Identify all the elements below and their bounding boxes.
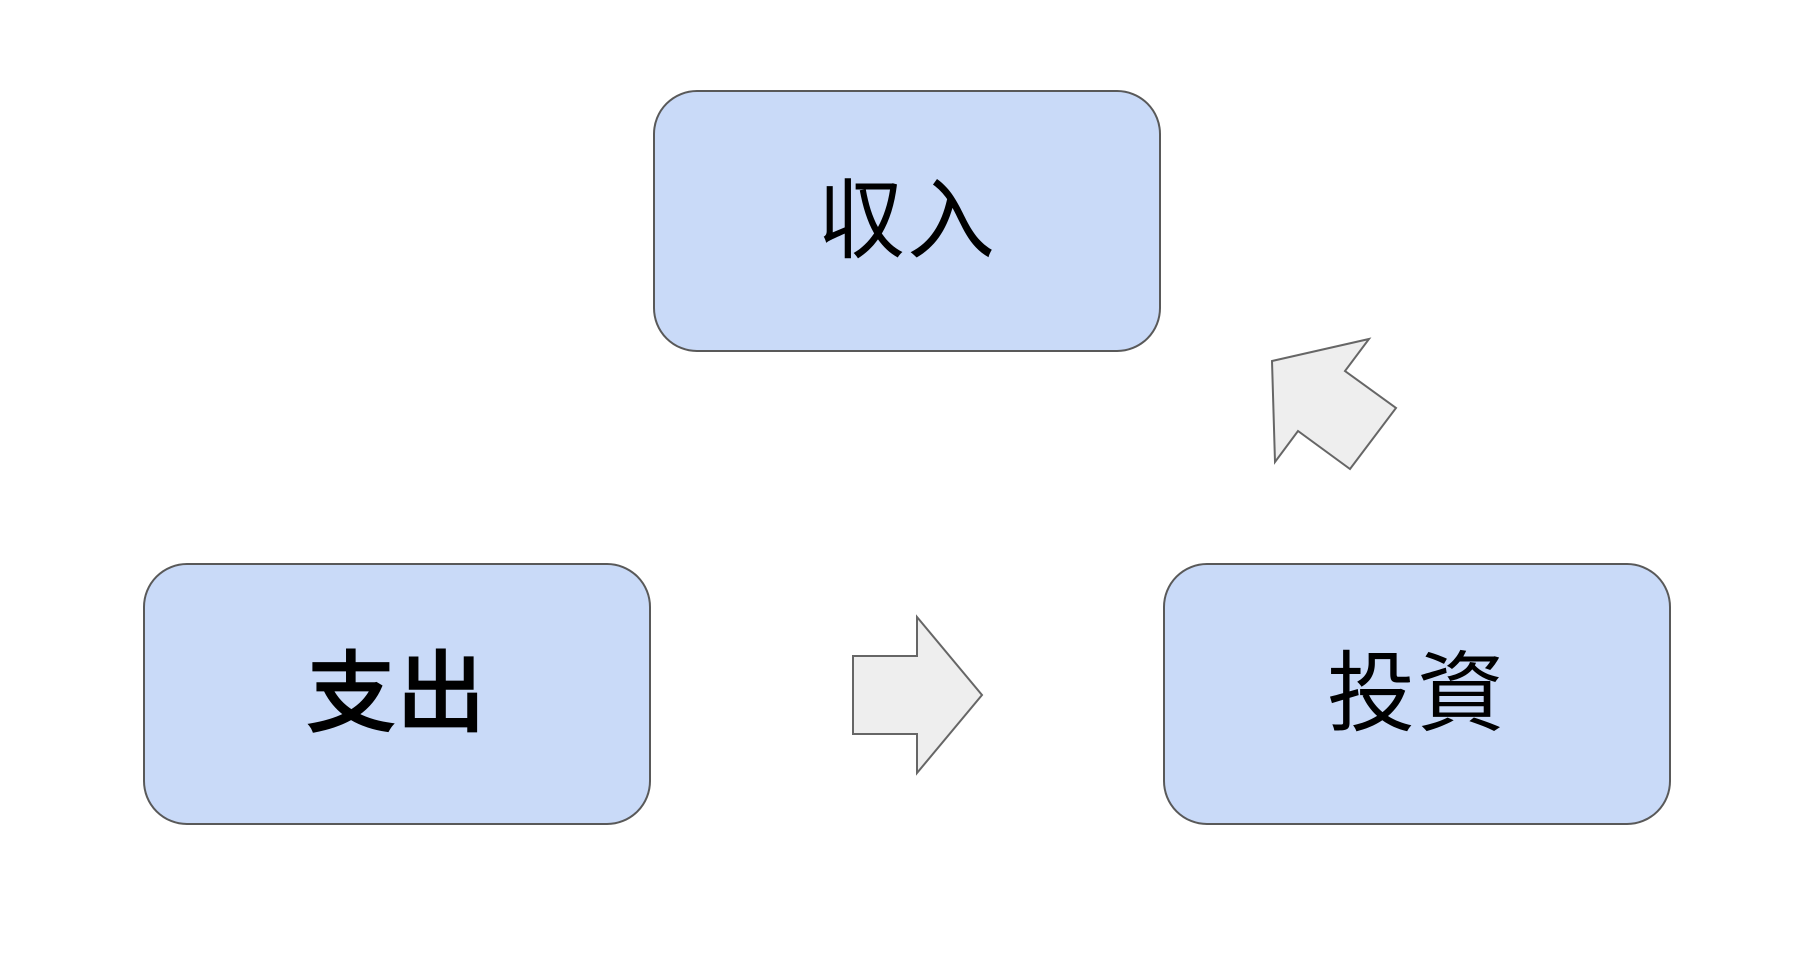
node-expense-label: 支出 — [306, 642, 487, 745]
node-income: 収入 — [653, 90, 1161, 352]
node-investment: 投資 — [1163, 563, 1671, 825]
node-expense: 支出 — [143, 563, 651, 825]
node-income-label: 収入 — [816, 169, 997, 272]
arrow-right-icon — [852, 614, 984, 776]
node-investment-label: 投資 — [1326, 642, 1507, 745]
arrow-up-left-icon — [1270, 337, 1398, 471]
